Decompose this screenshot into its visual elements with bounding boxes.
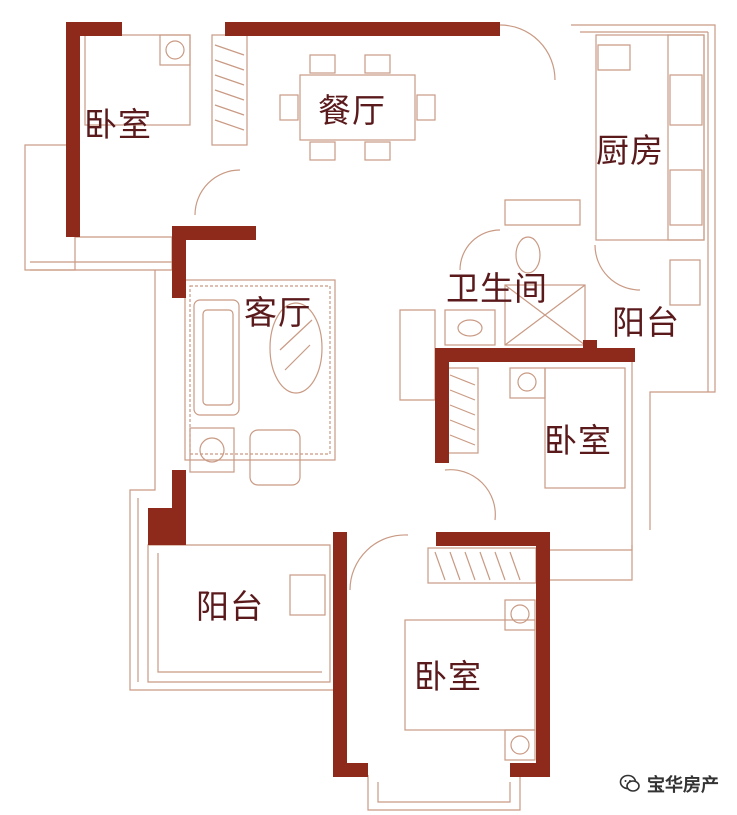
structural-walls: [66, 22, 635, 777]
bathroom-label: 卫生间: [446, 269, 548, 308]
watermark-text: 宝华房产: [647, 775, 719, 796]
bedroom-top-left-label: 卧室: [84, 105, 152, 144]
bedroom-bottom-label: 卧室: [414, 657, 482, 696]
living-room-label: 客厅: [244, 293, 312, 332]
outline-lines: [24, 24, 716, 811]
watermark: 宝华房产: [619, 771, 719, 797]
balcony-left-label: 阳台: [196, 587, 264, 626]
dining-room-label: 餐厅: [318, 91, 386, 130]
bedroom-middle-label: 卧室: [544, 421, 612, 460]
wechat-icon: [619, 774, 640, 792]
balcony-right-label: 阳台: [612, 303, 680, 342]
kitchen-label: 厨房: [596, 131, 664, 170]
